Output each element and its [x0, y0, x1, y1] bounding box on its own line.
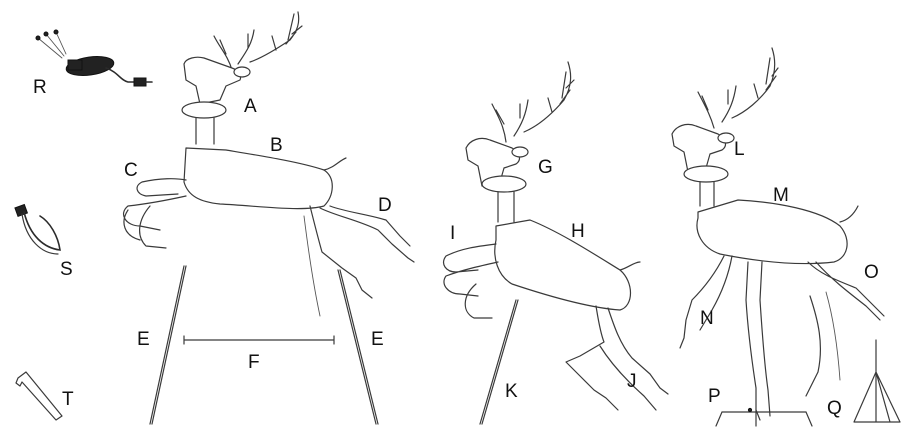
label-b: B [270, 135, 283, 156]
label-p: P [708, 386, 721, 407]
label-c: C [124, 160, 138, 181]
part-q-tripod-stand [854, 340, 900, 422]
label-a: A [244, 96, 257, 117]
part-p-base-frame [716, 408, 812, 426]
label-f: F [248, 352, 260, 373]
label-s: S [60, 259, 73, 280]
label-d: D [378, 195, 392, 216]
label-e-left: E [137, 329, 150, 350]
part-t-ground-stake [16, 372, 62, 420]
label-i: I [450, 223, 455, 244]
label-g: G [538, 157, 553, 178]
label-r: R [33, 77, 47, 98]
part-r-power-cord [36, 30, 152, 86]
label-n: N [700, 308, 714, 329]
label-k: K [505, 381, 518, 402]
label-l: L [734, 139, 745, 160]
label-q: Q [827, 398, 842, 419]
label-t: T [62, 389, 74, 410]
label-m: M [773, 185, 789, 206]
label-o: O [864, 262, 879, 283]
deer-1-assembly [124, 12, 414, 424]
deer-2-assembly [444, 62, 668, 424]
part-s-zip-ties [15, 205, 60, 254]
label-e-right: E [371, 329, 384, 350]
label-h: H [571, 221, 585, 242]
label-j: J [627, 371, 637, 392]
deer-3-assembly [672, 48, 884, 420]
